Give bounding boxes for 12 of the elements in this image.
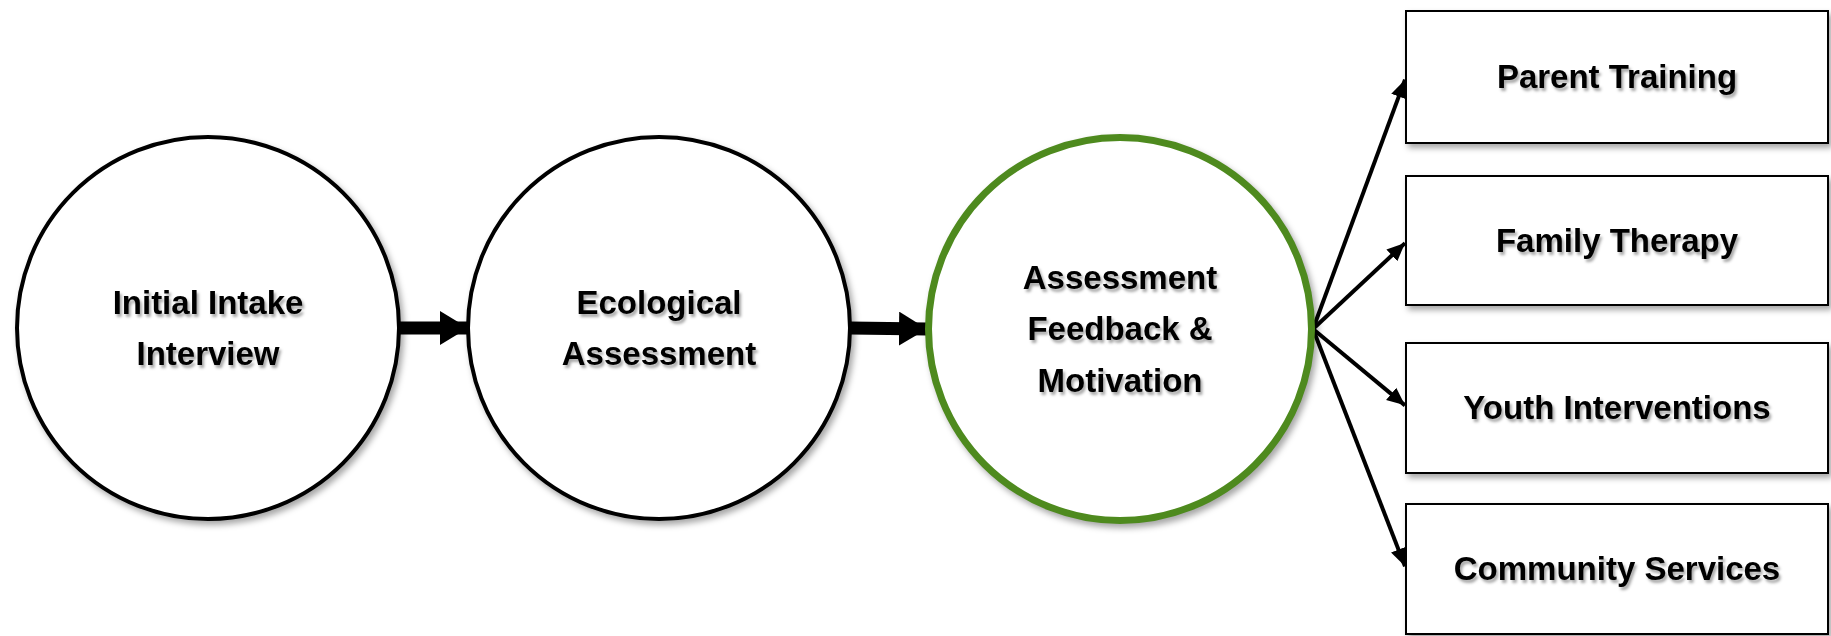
service-box <box>1405 342 1829 474</box>
node-label: Family Therapy <box>1494 220 1740 261</box>
node-label: Initial Intake Interview <box>111 282 305 374</box>
arrow <box>399 311 468 345</box>
node-label: Youth Interventions <box>1462 388 1772 429</box>
node-label: Ecological Assessment <box>560 282 758 374</box>
service-box <box>1405 503 1829 635</box>
node-label: Community Services <box>1452 549 1782 590</box>
node-label: Parent Training <box>1495 57 1739 98</box>
node-label: Assessment Feedback & Motivation <box>1021 258 1219 401</box>
service-box <box>1405 175 1829 306</box>
service-box <box>1405 10 1829 144</box>
